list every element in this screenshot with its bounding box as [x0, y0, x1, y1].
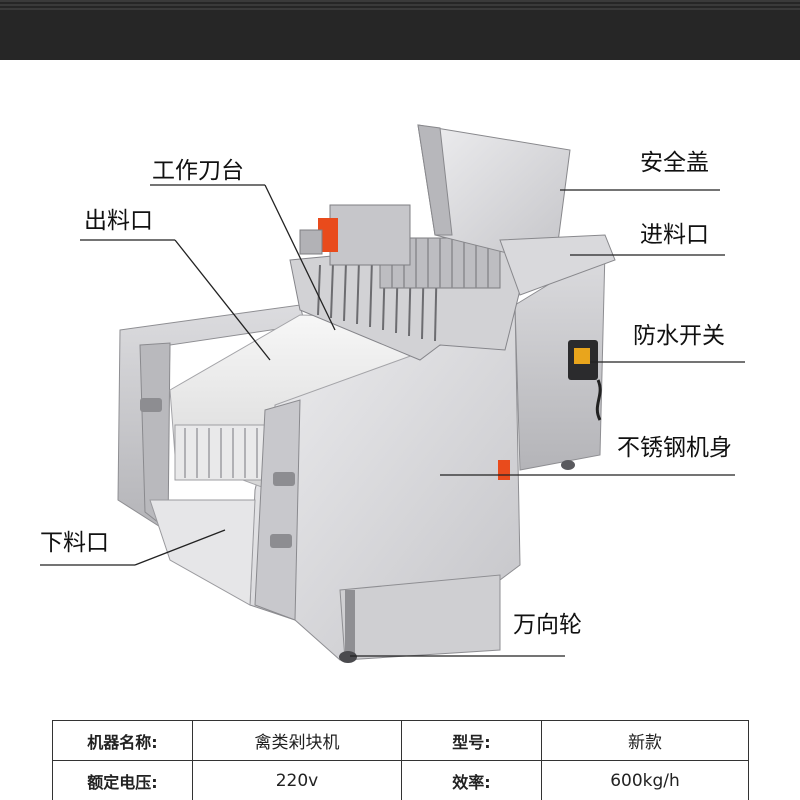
spec-key: 型号: — [401, 720, 542, 761]
spec-value: 600kg/h — [541, 760, 749, 800]
product-photo: 工作刀台 出料口 安全盖 进料口 防水开关 不锈钢机身 下料口 万向轮 — [0, 60, 800, 700]
roller-ribs — [184, 428, 258, 478]
warning-sticker — [318, 218, 338, 252]
label-safety-cover: 安全盖 — [640, 150, 709, 176]
spec-key: 机器名称: — [52, 720, 193, 761]
label-outlet: 出料口 — [84, 208, 153, 234]
leg-shadow — [345, 590, 355, 655]
inlet-hopper — [499, 234, 616, 296]
motor-housing — [329, 204, 411, 266]
power-cable — [595, 379, 602, 421]
caster-wheel — [339, 651, 357, 663]
spec-value: 220v — [192, 760, 402, 800]
warning-sticker — [498, 460, 510, 480]
safety-cover-edge — [417, 124, 453, 236]
label-inlet: 进料口 — [640, 222, 709, 248]
table-row: 额定电压: 220v 效率: 600kg/h — [52, 760, 749, 800]
latch-clip — [270, 534, 292, 548]
callout-lines — [40, 184, 745, 657]
front-side-plate — [254, 399, 301, 621]
switch-label — [574, 348, 590, 364]
label-waterproof-switch: 防水开关 — [633, 323, 725, 349]
label-lower-outlet: 下料口 — [40, 530, 109, 556]
banner-stripes — [0, 0, 800, 10]
spec-value: 禽类剁块机 — [192, 720, 402, 761]
rear-wheel — [561, 460, 575, 470]
latch-clip — [140, 398, 162, 412]
latch-clip — [273, 472, 295, 486]
label-cutting-table: 工作刀台 — [152, 158, 244, 184]
spec-key: 效率: — [401, 760, 542, 800]
top-banner — [0, 0, 800, 60]
label-stainless-body: 不锈钢机身 — [617, 435, 732, 461]
label-caster-wheel: 万向轮 — [513, 612, 582, 638]
belt-roller — [174, 424, 276, 481]
lower-chute — [149, 499, 256, 606]
base-leg — [339, 574, 501, 661]
machine-illustration — [40, 124, 745, 663]
spec-table: 机器名称: 禽类剁块机 型号: 新款 额定电压: 220v 效率: 600kg/… — [52, 720, 749, 800]
table-row: 机器名称: 禽类剁块机 型号: 新款 — [52, 720, 749, 761]
gear-cover — [299, 229, 323, 255]
spec-key: 额定电压: — [52, 760, 193, 800]
spec-value: 新款 — [541, 720, 749, 761]
